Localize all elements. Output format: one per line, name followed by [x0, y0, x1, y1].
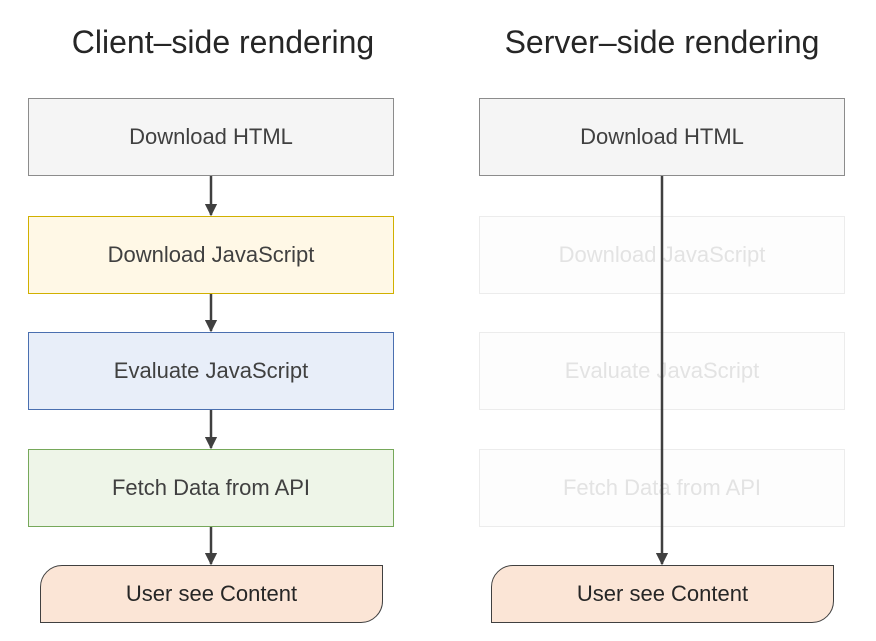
client-step-download-javascript: Download JavaScript — [28, 216, 394, 294]
client-step-download-html: Download HTML — [28, 98, 394, 176]
server-side-title: Server–side rendering — [504, 24, 820, 60]
server-step-download-html: Download HTML — [479, 98, 845, 176]
client-step-evaluate-javascript: Evaluate JavaScript — [28, 332, 394, 410]
client-result-user-see-content: User see Content — [40, 565, 383, 623]
client-side-title: Client–side rendering — [71, 24, 375, 60]
client-step-fetch-data: Fetch Data from API — [28, 449, 394, 527]
server-result-user-see-content: User see Content — [491, 565, 834, 623]
